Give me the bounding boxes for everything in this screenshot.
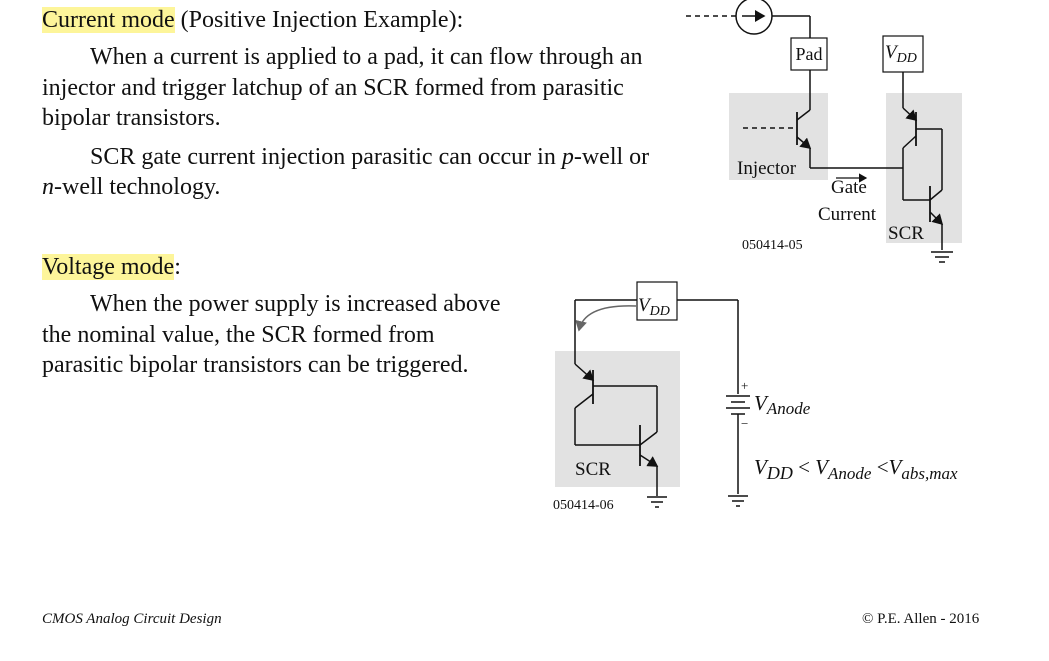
voltage-mode-circuit-diagram: VDD SCR + − VAnode VDD < VAnode bbox=[553, 281, 958, 513]
para2-text-c: -well technology. bbox=[54, 174, 221, 200]
voltage-condition: VDD < VAnode <Vabs,max bbox=[754, 455, 958, 483]
current-mode-heading: Current mode (Positive Injection Example… bbox=[42, 5, 463, 35]
ground-icon bbox=[931, 251, 953, 263]
v-anode-label: VAnode bbox=[754, 391, 811, 418]
para2-n: n bbox=[42, 174, 54, 200]
current-mode-heading-rest: (Positive Injection Example): bbox=[174, 7, 464, 33]
injector-shade bbox=[729, 93, 828, 180]
gate-label: Gate bbox=[831, 177, 867, 198]
current-label: Current bbox=[818, 204, 877, 225]
svg-text:+: + bbox=[741, 378, 748, 393]
current-mode-paragraph-1: When a current is applied to a pad, it c… bbox=[42, 44, 643, 131]
para2-text-b: -well or bbox=[573, 143, 650, 170]
ground-icon-3 bbox=[728, 495, 748, 507]
voltage-mode-body: When the power supply is increased above… bbox=[42, 289, 512, 381]
para2-p: p bbox=[561, 143, 574, 170]
pad-box bbox=[790, 37, 828, 71]
current-source-icon bbox=[735, 0, 773, 35]
current-mode-paragraph-2: SCR gate current injection parasitic can… bbox=[42, 142, 667, 203]
figure-id-2: 050414-06 bbox=[553, 498, 614, 513]
injector-label: Injector bbox=[737, 158, 797, 179]
voltage-mode-heading-rest: : bbox=[174, 254, 181, 280]
voltage-mode-paragraph: When the power supply is increased above… bbox=[42, 291, 501, 378]
vdd-box bbox=[882, 35, 924, 73]
svg-text:−: − bbox=[741, 416, 748, 431]
pad-label: Pad bbox=[796, 44, 823, 64]
para2-text-a: SCR gate current injection parasitic can… bbox=[90, 143, 562, 170]
vdd-label: VDD bbox=[885, 42, 917, 66]
vdd-label-2: VDD bbox=[638, 295, 670, 319]
current-mode-circuit-diagram: Pad Injector Gate Current VDD SCR 050414… bbox=[686, 0, 962, 263]
figure-id-1: 050414-05 bbox=[742, 238, 803, 253]
voltage-mode-heading: Voltage mode: bbox=[42, 252, 181, 282]
footer-right: © P.E. Allen - 2016 bbox=[862, 611, 980, 627]
vdd-box-2 bbox=[636, 281, 678, 321]
current-mode-body: When a current is applied to a pad, it c… bbox=[42, 42, 667, 203]
voltage-mode-highlight: Voltage mode bbox=[42, 254, 175, 280]
scr-label-1: SCR bbox=[888, 223, 924, 244]
current-mode-highlight: Current mode bbox=[42, 7, 175, 33]
scr-label-2: SCR bbox=[575, 459, 611, 480]
scr-shade-2 bbox=[555, 351, 680, 487]
ground-icon-2 bbox=[647, 496, 667, 508]
footer-left: CMOS Analog Circuit Design bbox=[42, 611, 222, 627]
current-flow-arrow bbox=[575, 305, 637, 332]
